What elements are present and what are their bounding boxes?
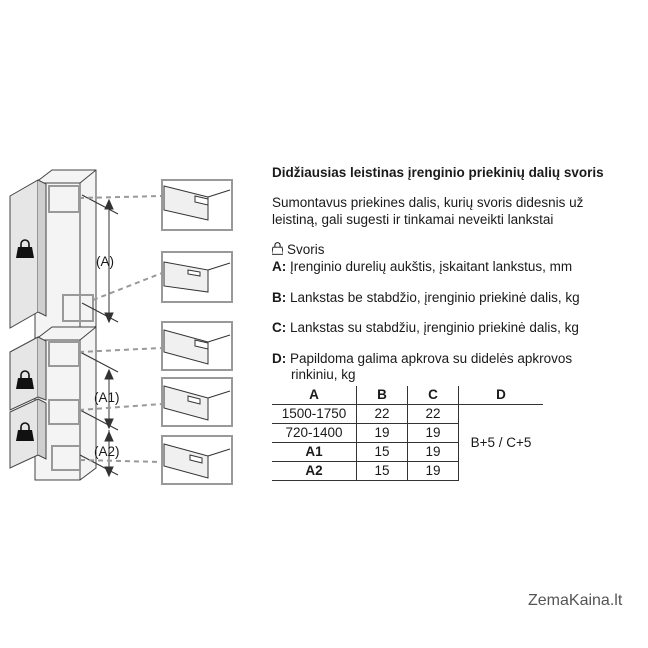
hinge-detail-4: [161, 377, 233, 427]
cell-a: A2: [272, 461, 357, 481]
weight-table: A B C D 1500-1750 22 22 B+5 / C+5 720-14…: [272, 386, 543, 481]
legend-b-text: Lankstas be stabdžio, įrenginio priekinė…: [290, 290, 580, 305]
hinge-detail-2: [161, 251, 233, 303]
cell-b: 19: [356, 423, 408, 443]
legend-weight: Svoris: [272, 241, 325, 258]
cell-b: 22: [356, 404, 408, 424]
hinge-detail-5: [161, 435, 233, 485]
bottom-hinge-marker-2: [51, 445, 81, 471]
table-row: 1500-1750 22 22 B+5 / C+5: [272, 404, 543, 481]
cell-a: 720-1400: [272, 423, 357, 443]
legend-b-key: B:: [272, 290, 287, 305]
legend-a-text: Įrenginio durelių aukštis, įskaitant lan…: [290, 259, 573, 274]
page-title: Didžiausias leistinas įrenginio priekini…: [272, 165, 604, 180]
legend-d-text-2: rinkiniu, kg: [291, 367, 356, 382]
legend-c-text: Lankstas su stabdžiu, įrenginio priekinė…: [290, 320, 579, 335]
legend-d: D: Papildoma galima apkrova su didelės a…: [272, 350, 572, 367]
label-a2: (A2): [94, 444, 120, 459]
intro-line-1: Sumontavus priekines dalis, kurių svoris…: [272, 195, 584, 210]
bottom-hinge-marker: [62, 294, 94, 322]
col-header-a: A: [272, 386, 357, 405]
table-row: A2 15 19: [272, 461, 543, 481]
legend-c: C: Lankstas su stabdžiu, įrenginio priek…: [272, 319, 579, 336]
lock-icon: [272, 242, 283, 255]
cell-c: 19: [407, 423, 459, 443]
leader-lines-upper: [78, 195, 163, 301]
table-header-row: A B C D: [272, 386, 543, 405]
weight-label: Svoris: [287, 242, 325, 257]
cell-c: 19: [407, 461, 459, 481]
legend-d-key: D:: [272, 351, 287, 366]
legend-d-text-1: Papildoma galima apkrova su didelės apkr…: [290, 351, 573, 366]
cell-a: 1500-1750: [272, 404, 357, 424]
col-header-c: C: [407, 386, 459, 405]
table-row: 720-1400 19 19: [272, 423, 543, 443]
leader-lines-lower: [78, 347, 163, 463]
cell-b: 15: [356, 442, 408, 462]
watermark: ZemaKaina.lt: [528, 592, 623, 609]
cell-b: 15: [356, 461, 408, 481]
legend-a-key: A:: [272, 259, 287, 274]
intro-line-2: leistiną, gali sugesti ir tinkamai nevei…: [272, 212, 554, 227]
legend-b: B: Lankstas be stabdžio, įrenginio priek…: [272, 289, 580, 306]
cell-c: 22: [407, 404, 459, 424]
hinge-detail-3: [161, 321, 233, 371]
legend-a: A: Įrenginio durelių aukštis, įskaitant …: [272, 258, 572, 275]
label-a: (A): [96, 254, 114, 269]
dimension-a1-a2: [79, 351, 119, 478]
middle-hinge-marker: [48, 399, 80, 425]
legend-c-key: C:: [272, 320, 287, 335]
table-row: A1 15 19: [272, 442, 543, 462]
col-header-b: B: [356, 386, 408, 405]
dimension-a: [81, 194, 119, 324]
label-a1: (A1): [94, 390, 120, 405]
top-hinge-marker: [48, 185, 80, 213]
cell-a: A1: [272, 442, 357, 462]
hinge-detail-1: [161, 179, 233, 231]
cell-c: 19: [407, 442, 459, 462]
top-hinge-marker-2: [48, 341, 80, 367]
col-header-d: D: [458, 386, 543, 405]
cell-d: B+5 / C+5: [458, 404, 543, 481]
